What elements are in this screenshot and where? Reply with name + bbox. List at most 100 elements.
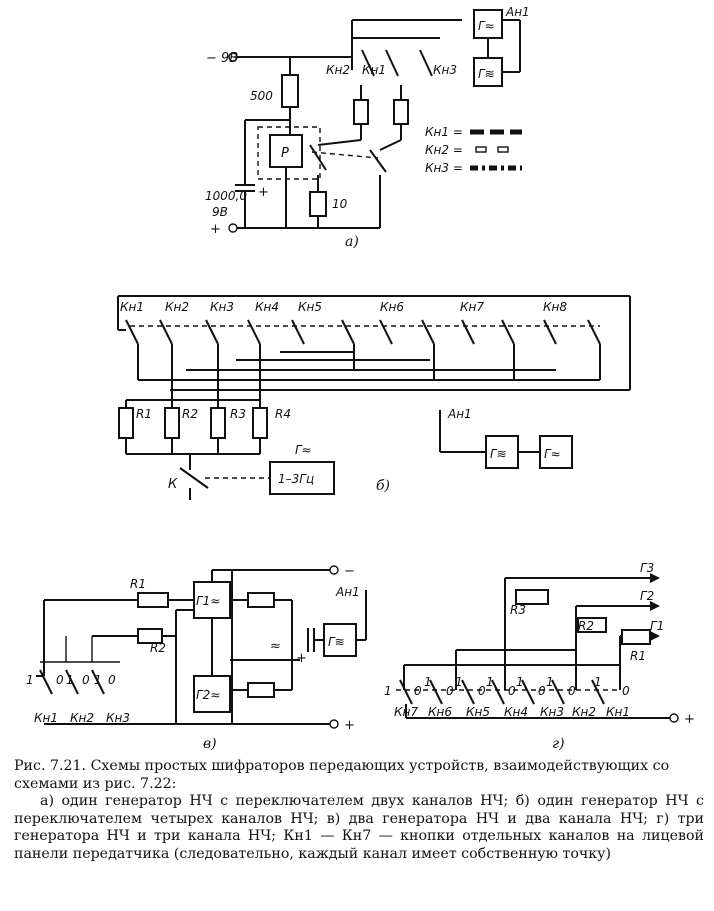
antenna-label-v: Ан1: [335, 585, 360, 599]
r500-label: 500: [250, 89, 273, 103]
plus-terminal-label: +: [210, 222, 221, 237]
r1-label-g: R1: [630, 649, 646, 663]
kn2-label-g: Кн2: [572, 705, 596, 719]
contact-g-7: 0: [508, 684, 516, 698]
kn6-label-g: Кн6: [428, 705, 452, 719]
gen-label-b: Г≈: [544, 447, 561, 461]
g1-label: Г1≈: [196, 594, 220, 608]
button-row-b: [118, 319, 601, 345]
r10-label: 10: [332, 197, 348, 211]
freq-label: 1–3Гц: [278, 472, 314, 486]
resistor-500: [281, 74, 299, 108]
kn7-label-b: Кн7: [460, 300, 484, 314]
caption-body: а) один генератор НЧ с переключателем дв…: [14, 793, 704, 862]
contact-g-4: 1: [455, 675, 463, 689]
kn4-label-b: Кн4: [255, 300, 279, 314]
button-row-g: [396, 679, 620, 705]
legend-kn3: Кн3 =: [425, 161, 463, 175]
diagram-b: Кн1 Кн2 Кн3 Кн4 Кн5 Кн6 Кн7 Кн8: [117, 295, 631, 500]
kn8-label-b: Кн8: [543, 300, 567, 314]
plus-label-g: +: [684, 712, 695, 727]
sublabel-g: г): [552, 736, 565, 752]
diagram-a: − 9В 500 Р + 1000,0 9В + 10: [205, 5, 530, 250]
gen-top-label-b: Г≈: [295, 443, 312, 457]
contact-g-6: 1: [486, 675, 494, 689]
contact-g-12: 1: [594, 675, 602, 689]
contact-v-4: 1: [94, 673, 102, 687]
r3-g: [515, 589, 549, 605]
r2-label-v: R2: [150, 641, 166, 655]
relay: [269, 134, 303, 168]
kn1-label-g: Кн1: [606, 705, 630, 719]
legend-kn2: Кн2 =: [425, 143, 463, 157]
contact-g-11: 0: [568, 684, 576, 698]
minus-terminal-label: − 9В: [206, 51, 238, 66]
kn4-label-g: Кн4: [504, 705, 528, 719]
figure-caption: Рис. 7.21. Схемы простых шифраторов пере…: [14, 758, 704, 863]
generator-b: [539, 435, 573, 469]
mod-label-v: Г≋: [328, 635, 345, 649]
tilde-label-v: ≈: [270, 639, 281, 654]
r3-label-b: R3: [230, 407, 246, 421]
g2-label: Г2≈: [196, 688, 220, 702]
contact-g-10: 1: [546, 675, 554, 689]
contact-v-0: 1: [26, 673, 34, 687]
cap-volt-label: 9В: [212, 205, 228, 219]
contact-g-8: 1: [516, 675, 524, 689]
contact-g-1: 0: [414, 684, 422, 698]
kn1-label-v: Кн1: [34, 711, 58, 725]
contact-g-5: 0: [478, 684, 486, 698]
cap-label: 1000,0: [205, 189, 247, 203]
plus-small-v: +: [296, 651, 307, 666]
antenna-label-b: Ан1: [447, 407, 472, 421]
contact-g-2: 1: [424, 675, 432, 689]
contact-g-0: 1: [384, 684, 392, 698]
contact-v-5: 0: [108, 673, 116, 687]
antenna-label-a: Ан1: [505, 5, 530, 19]
modulator: [473, 57, 503, 87]
kn1-switch: [361, 49, 375, 77]
minus-label-v: −: [344, 564, 355, 579]
plus-label-v: +: [344, 718, 355, 733]
kn6-label-b: Кн6: [380, 300, 404, 314]
kn2-label-b: Кн2: [165, 300, 189, 314]
r1-v: [137, 592, 169, 608]
contact-v-2: 1: [66, 673, 74, 687]
r2-g: [577, 617, 607, 633]
kn2-switch: [385, 49, 399, 77]
contact-g-13: 0: [622, 684, 630, 698]
r2-label-b: R2: [182, 407, 198, 421]
contact-g-9: 0: [538, 684, 546, 698]
freq-box: [269, 461, 335, 495]
key-k: [179, 467, 209, 489]
key-label: К: [168, 477, 178, 492]
g3-label: Г3: [640, 561, 654, 575]
diagram-g: Г3 R3 Г2 R2 Г1 R1 1 0 1: [384, 561, 695, 752]
gen-label-a: Г≈: [478, 19, 495, 33]
kn3-label-g: Кн3: [540, 705, 564, 719]
contact-g-3: 0: [446, 684, 454, 698]
r1-label-b: R1: [136, 407, 152, 421]
kn7-label-g: Кн7: [394, 705, 418, 719]
contact-v-3: 0: [82, 673, 90, 687]
kn2-label-v: Кн2: [70, 711, 94, 725]
kn3-label-b: Кн3: [210, 300, 234, 314]
r4-label-b: R4: [275, 407, 291, 421]
diagram-v: R1 Г1≈ − R2 Г2≈ + ≈ +: [26, 564, 367, 752]
resistor-10: [309, 191, 327, 217]
kn3-switch: [419, 49, 433, 77]
g2-label-g: Г2: [640, 589, 654, 603]
legend-kn1: Кн1 =: [425, 125, 463, 139]
kn1-label-a: Кн1: [362, 63, 386, 77]
relay-label: Р: [281, 146, 289, 161]
kn3-label-a: Кн3: [433, 63, 457, 77]
relay-contact: [309, 144, 327, 171]
kn1-label-b: Кн1: [120, 300, 144, 314]
r2-label-g: R2: [578, 619, 594, 633]
plus-terminal: [228, 223, 238, 233]
mod-label-b: Г≋: [490, 447, 507, 461]
r1-label-v: R1: [130, 577, 146, 591]
r3-label-g: R3: [510, 603, 526, 617]
svg-text:+: +: [258, 185, 269, 200]
